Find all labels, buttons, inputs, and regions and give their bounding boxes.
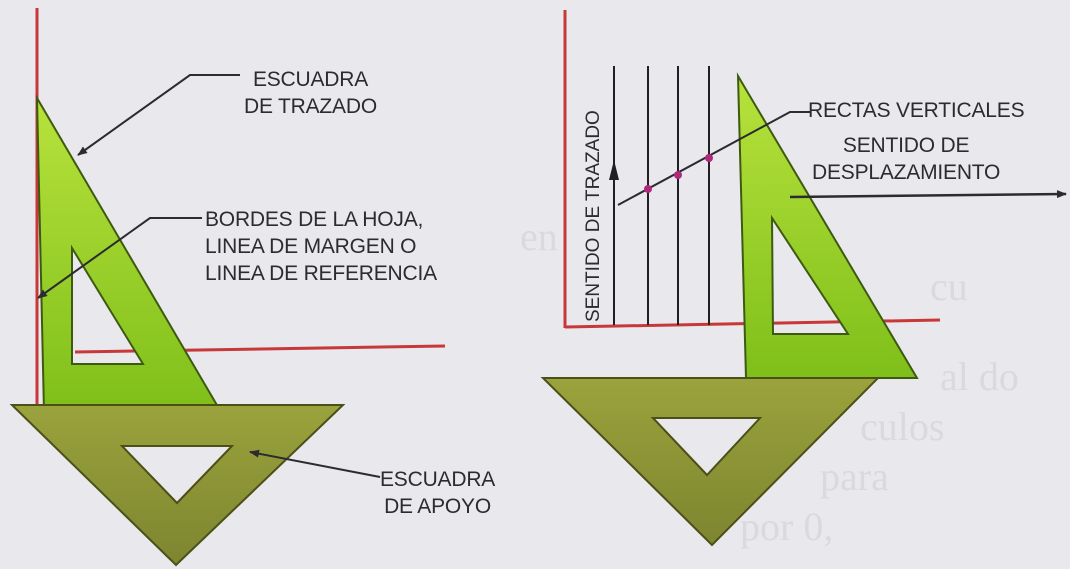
label-line: DE APOYO xyxy=(384,495,492,518)
label-line: ESCUADRA xyxy=(380,468,496,491)
svg-text:por 0,: por 0, xyxy=(740,504,833,549)
up-arrow-icon xyxy=(609,160,619,180)
svg-text:al do: al do xyxy=(940,354,1019,399)
label-sentido-trazado: SENTIDO DE TRAZADO xyxy=(583,110,604,322)
intersection-marker xyxy=(705,154,713,162)
displacement-arrow xyxy=(789,190,1067,199)
leader-escuadra-trazado xyxy=(77,74,240,156)
label-line: RECTAS VERTICALES xyxy=(808,99,1025,122)
background-texture: en cu al do culos para por 0, xyxy=(520,214,1019,549)
label-line: BORDES DE LA HOJA, xyxy=(205,208,424,231)
label-escuadra-apoyo: ESCUADRA DE APOYO xyxy=(380,466,495,520)
drawing-set-square xyxy=(35,94,223,413)
left-diagram xyxy=(9,8,446,567)
intersection-marker xyxy=(644,185,652,193)
label-line: LINEA DE MARGEN O xyxy=(205,235,417,258)
label-line: SENTIDO DE xyxy=(842,134,970,157)
label-rectas-verticales: RECTAS VERTICALES xyxy=(808,97,1025,124)
right-diagram xyxy=(540,10,1067,547)
label-line: LINEA DE REFERENCIA xyxy=(205,262,437,285)
intersection-marker xyxy=(674,171,682,179)
label-escuadra-trazado: ESCUADRA DE TRAZADO xyxy=(244,66,377,120)
svg-text:cu: cu xyxy=(930,264,968,309)
svg-text:culos: culos xyxy=(860,404,944,449)
svg-text:en: en xyxy=(520,214,558,259)
svg-text:para: para xyxy=(820,454,889,499)
label-sentido-desplazamiento: SENTIDO DE DESPLAZAMIENTO xyxy=(812,132,1000,186)
leader-escuadra-apoyo xyxy=(249,449,381,478)
support-set-square xyxy=(9,404,346,567)
margin-line xyxy=(74,344,446,354)
label-line: DESPLAZAMIENTO xyxy=(812,161,1001,184)
right-support-set-square xyxy=(540,377,881,547)
label-line: DE TRAZADO xyxy=(244,95,377,118)
label-line: ESCUADRA xyxy=(252,68,369,91)
leader-bordes-hoja xyxy=(37,217,202,299)
label-bordes-hoja: BORDES DE LA HOJA, LINEA DE MARGEN O LIN… xyxy=(205,206,437,287)
